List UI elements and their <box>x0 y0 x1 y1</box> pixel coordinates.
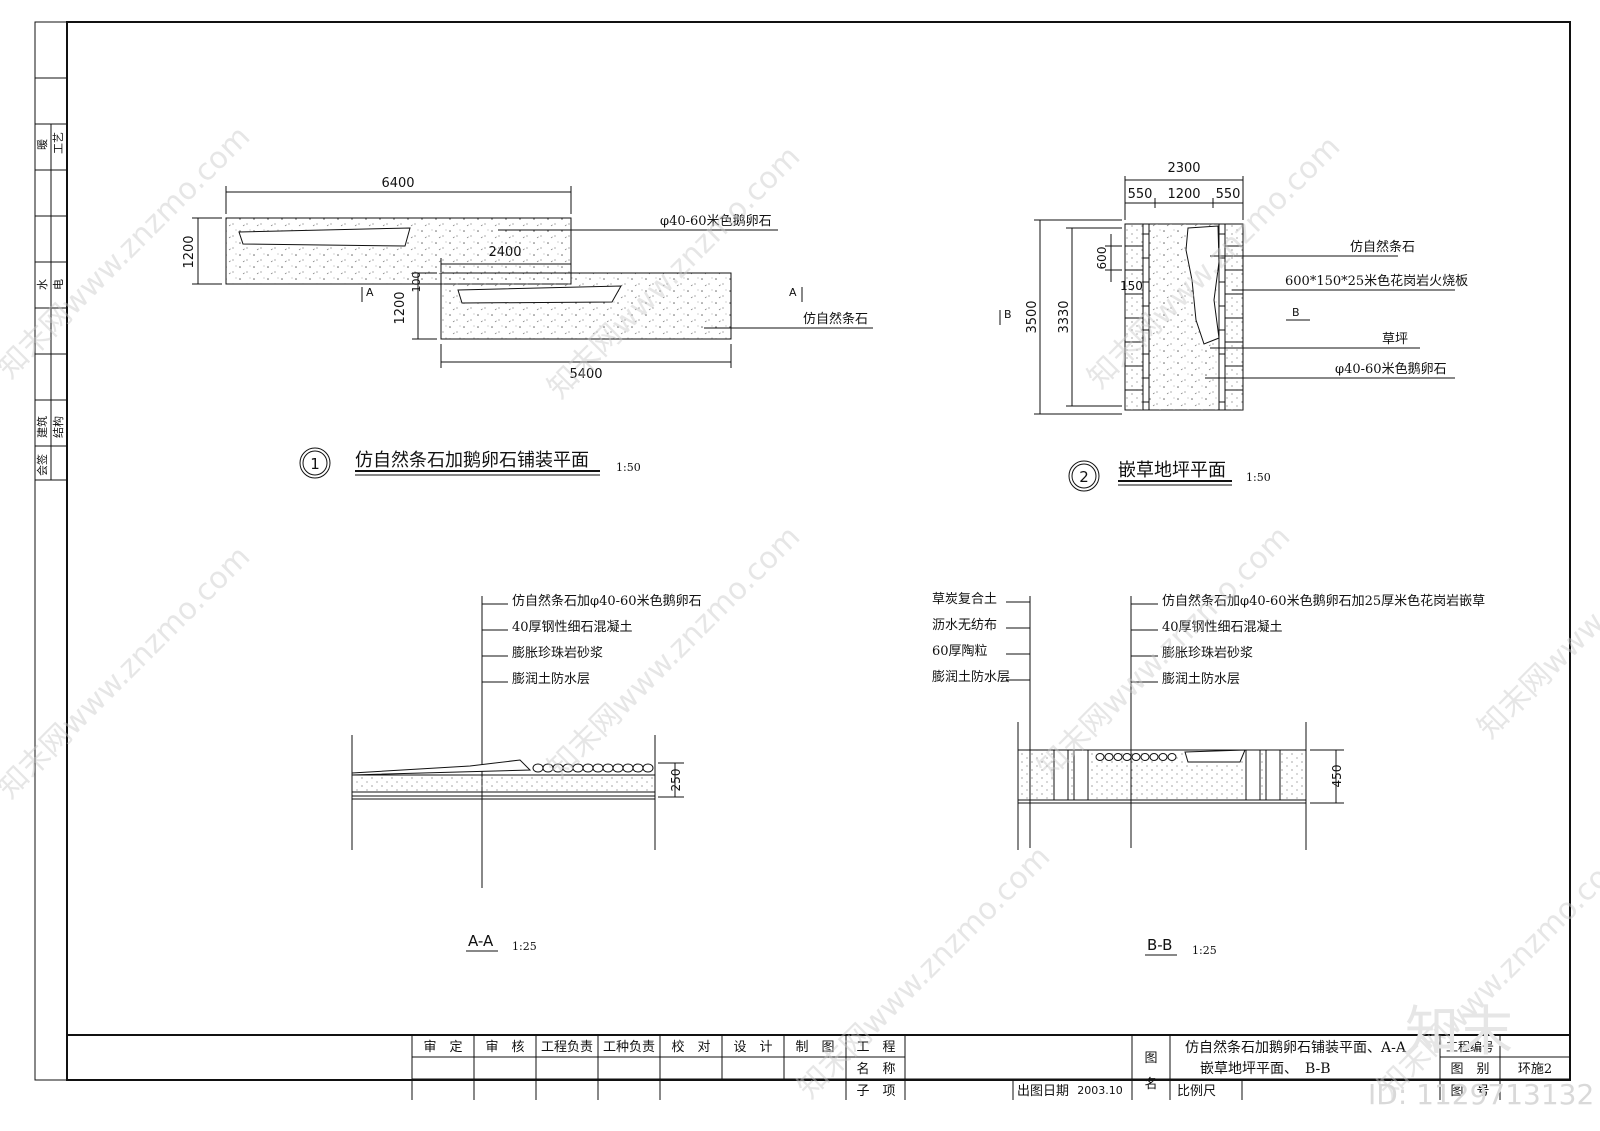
plan1-scale: 1:50 <box>616 461 641 474</box>
plan1-dim-left: 1200 <box>182 235 197 268</box>
plan2-dim-total: 2300 <box>1167 161 1200 176</box>
plan2-label-grass: 草坪 <box>1382 332 1408 347</box>
section-a-layer-1: 仿自然条石加φ40-60米色鹅卵石 <box>512 593 702 609</box>
tb-drawing-name-label-2: 名 <box>1144 1076 1157 1092</box>
plan1-dim-mid: 2400 <box>488 245 521 260</box>
watermark-brand: 知末 <box>1405 1000 1513 1063</box>
plan2-label-stone: 仿自然条石 <box>1350 239 1415 255</box>
plan2-title: 嵌草地坪平面 <box>1118 460 1226 481</box>
plan1-number: 1 <box>310 455 320 473</box>
tb-scale-label: 比例尺 <box>1177 1084 1216 1099</box>
section-b-left-layer-1: 草炭复合土 <box>932 592 997 607</box>
side-label-electric: 电 <box>52 279 65 290</box>
side-label-water: 水 <box>36 279 49 290</box>
section-a-title: A-A <box>468 932 494 950</box>
section-b-right-layer-4: 膨润土防水层 <box>1162 671 1240 687</box>
side-label-countersign: 会签 <box>35 454 49 476</box>
tb-drawing-name-2: 嵌草地坪平面、 B-B <box>1200 1061 1331 1077</box>
side-label-heating: 暖 <box>36 139 49 150</box>
plan2-label-pebble: φ40-60米色鹅卵石 <box>1335 361 1447 377</box>
tb-sheet-label: 图 号 <box>1450 1084 1489 1099</box>
tb-role-approve: 审 定 <box>423 1040 462 1055</box>
tb-category-label: 图 别 <box>1450 1062 1489 1077</box>
section-a-pebbles <box>532 763 654 773</box>
tb-role-discipline-lead: 工种负责 <box>603 1040 655 1055</box>
section-b-right-layer-2: 40厚钢性细石混凝土 <box>1162 619 1283 635</box>
plan2-grass-paving: 2300 550 1200 550 600 150 3500 3330 仿自然条… <box>999 161 1468 492</box>
plan2-scale: 1:50 <box>1246 471 1271 484</box>
section-b-dim: 450 <box>1330 765 1344 788</box>
side-label-process: 工艺 <box>52 132 65 154</box>
tb-issue-date: 2003.10 <box>1077 1084 1123 1097</box>
svg-text:知末网www.znzmo.com: 知末网www.znzmo.com <box>1031 519 1297 785</box>
section-b-left-layer-2: 沥水无纺布 <box>932 618 997 633</box>
plan2-number-circle <box>1068 460 1100 492</box>
section-a-scale: 1:25 <box>512 940 537 953</box>
plan1-number-circle <box>299 447 331 479</box>
plan2-dim-600: 600 <box>1095 247 1109 270</box>
plan2-dim-3330: 3330 <box>1057 300 1072 333</box>
section-b-scale: 1:25 <box>1192 944 1217 957</box>
tb-issue-date-label: 出图日期 <box>1017 1084 1069 1099</box>
section-a-layer-3: 膨胀珍珠岩砂浆 <box>512 646 603 661</box>
section-b-right-layer-3: 膨胀珍珠岩砂浆 <box>1162 646 1253 661</box>
title-block: 审 定 审 核 工程负责 工种负责 校 对 设 计 制 图 工 程 名 称 子 … <box>67 1034 1570 1100</box>
plan1-label-pebble: φ40-60米色鹅卵石 <box>660 213 772 229</box>
tb-role-draft: 制 图 <box>795 1040 834 1055</box>
plan1-dim-gap: 100 <box>410 272 423 293</box>
svg-text:知末网www.znzmo.com: 知末网www.znzmo.com <box>791 839 1057 1105</box>
tb-drawing-name-label-1: 图 <box>1144 1051 1157 1066</box>
plan1-dim-bottom: 5400 <box>569 367 602 382</box>
svg-text:知末网www.znzmo.com: 知末网www.znzmo.com <box>0 539 257 805</box>
tb-role-review: 审 核 <box>485 1040 524 1055</box>
section-b-title: B-B <box>1147 936 1172 954</box>
plan2-section-mark-right: B <box>1292 306 1300 319</box>
plan1-section-mark-right: A <box>789 286 797 299</box>
plan1-stone-upper <box>238 227 411 247</box>
tb-drawing-name-1: 仿自然条石加鹅卵石铺装平面、A-A <box>1185 1039 1407 1056</box>
plan2-dim-3500: 3500 <box>1025 300 1040 333</box>
tb-role-design: 设 计 <box>733 1040 772 1055</box>
section-b-b: 草炭复合土 沥水无纺布 60厚陶粒 膨润土防水层 仿自然条石加φ40-60米色鹅… <box>932 592 1485 957</box>
plan2-section-mark-left: B <box>1004 308 1012 321</box>
tb-project-no-label: 工程编号 <box>1446 1039 1494 1054</box>
plan1-dim-top: 6400 <box>381 176 414 191</box>
section-a-a: 仿自然条石加φ40-60米色鹅卵石 40厚钢性细石混凝土 膨胀珍珠岩砂浆 膨润土… <box>351 593 702 953</box>
plan1-pebble-paving: 6400 1200 2400 100 1200 5400 φ40-60米色鹅卵石… <box>182 176 873 479</box>
tb-project-label-2: 名 称 <box>856 1061 895 1077</box>
plan2-dim-150: 150 <box>1120 279 1143 293</box>
section-a-layer-4: 膨润土防水层 <box>512 671 590 687</box>
tb-subitem-label: 子 项 <box>856 1084 895 1099</box>
svg-text:知末网www.znzmo.com: 知末网www.znzmo.com <box>1471 479 1600 745</box>
plan2-label-granite: 600*150*25米色花岗岩火烧板 <box>1285 273 1468 289</box>
plan1-dim-left2: 1200 <box>393 291 408 324</box>
tb-role-check: 校 对 <box>671 1039 710 1055</box>
plan1-label-stone: 仿自然条石 <box>803 311 868 327</box>
section-b-left-layer-4: 膨润土防水层 <box>932 669 1010 685</box>
plan2-dim-d3: 550 <box>1216 187 1241 202</box>
tb-project-label-1: 工 程 <box>856 1040 895 1055</box>
section-a-layer-2: 40厚钢性细石混凝土 <box>512 619 633 635</box>
plan1-slab-lower <box>440 272 732 340</box>
section-b-right-layer-1: 仿自然条石加φ40-60米色鹅卵石加25厚米色花岗岩嵌草 <box>1162 593 1485 609</box>
side-signature-strip: 暖 工艺 水 电 建筑 结构 会签 <box>35 77 67 481</box>
watermark-id: ID: 1129713132 <box>1368 1078 1594 1111</box>
tb-role-project-lead: 工程负责 <box>541 1040 593 1055</box>
plan1-stone-lower <box>457 285 622 304</box>
inner-frame <box>66 21 1571 1081</box>
tb-category: 环施2 <box>1518 1062 1552 1077</box>
outer-frame <box>34 21 1571 1081</box>
plan2-number: 2 <box>1079 468 1089 486</box>
plan1-title: 仿自然条石加鹅卵石铺装平面 <box>355 450 589 471</box>
plan2-dim-d2: 1200 <box>1167 187 1200 202</box>
section-b-left-layer-3: 60厚陶粒 <box>932 643 988 659</box>
plan1-section-mark-left: A <box>366 286 374 299</box>
section-a-dim: 250 <box>669 769 683 792</box>
svg-text:知末网www.znzmo.com: 知末网www.znzmo.com <box>0 119 257 385</box>
side-label-structure: 结构 <box>51 416 65 438</box>
side-label-architecture: 建筑 <box>35 416 49 438</box>
plan2-dim-d1: 550 <box>1128 187 1153 202</box>
